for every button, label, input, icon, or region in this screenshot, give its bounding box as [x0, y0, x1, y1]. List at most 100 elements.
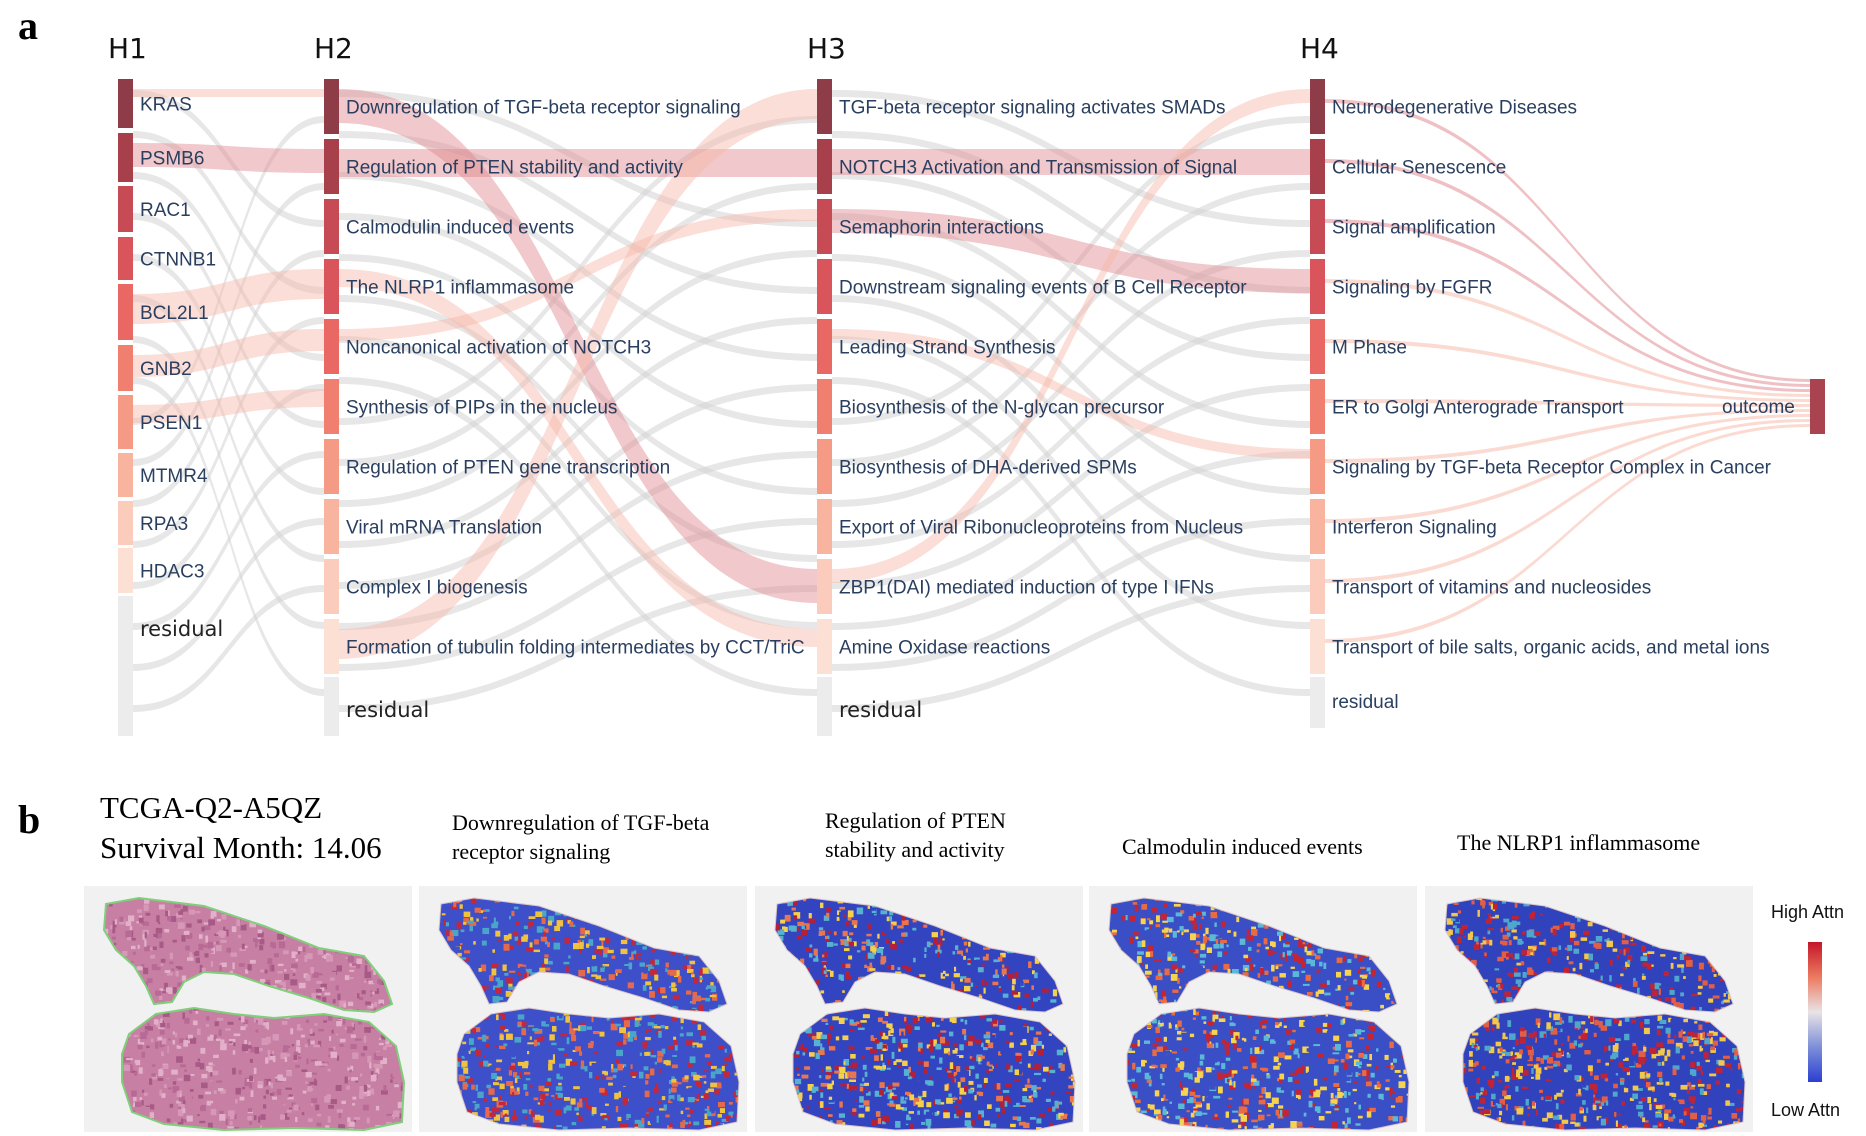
level-heading-h3: H3 — [807, 32, 846, 65]
background-link — [133, 213, 324, 428]
background-link — [133, 172, 324, 361]
label-h3-6: Biosynthesis of DHA-derived SPMs — [839, 458, 1137, 479]
node-h2-1 — [324, 139, 339, 194]
attention-link-2 — [133, 329, 324, 377]
node-h3-5 — [817, 379, 832, 434]
node-h4-8 — [1310, 559, 1325, 614]
label-outcome: outcome — [1722, 397, 1795, 418]
background-link — [133, 377, 324, 696]
background-link — [339, 451, 817, 630]
node-h1-6 — [118, 395, 133, 449]
label-h3-0: TGF-beta receptor signaling activates SM… — [839, 98, 1226, 119]
node-h1-7 — [118, 453, 133, 497]
attention-link-10 — [339, 209, 817, 341]
label-h1-0: KRAS — [140, 95, 192, 116]
attention-link-8 — [339, 89, 817, 659]
background-link — [339, 213, 817, 428]
label-h2-3: The NLRP1 inflammasome — [346, 278, 574, 299]
panel-b-letter: b — [18, 797, 41, 842]
background-link — [339, 585, 817, 712]
he-slide-image — [84, 886, 412, 1132]
attention-colorbar — [1808, 942, 1822, 1082]
outcome-link-3 — [1325, 279, 1810, 397]
background-link — [832, 172, 1310, 361]
label-h1-9: HDAC3 — [140, 562, 204, 583]
background-link — [339, 377, 817, 696]
attention-link-5 — [339, 149, 817, 177]
label-h3-2: Semaphorin interactions — [839, 218, 1044, 239]
node-h4-7 — [1310, 499, 1325, 554]
background-link — [832, 131, 1310, 294]
node-h2-0 — [324, 79, 339, 134]
panel-a-letter: a — [18, 3, 38, 48]
background-link — [133, 90, 324, 227]
outcome-link-2 — [1325, 219, 1810, 392]
background-link — [339, 250, 817, 507]
background-link — [832, 384, 1310, 589]
node-h3-0 — [817, 79, 832, 134]
node-h2-9 — [324, 619, 339, 674]
outcome-link-1 — [1325, 159, 1810, 387]
node-h3-7 — [817, 499, 832, 554]
label-h4-6: Signaling by TGF-beta Receptor Complex i… — [1332, 458, 1772, 479]
background-link — [133, 183, 324, 466]
sankey-diagram: KRASPSMB6RAC1CTNNB1BCL2L1GNB2PSEN1MTMR4R… — [108, 32, 1825, 736]
label-h2-0: Downregulation of TGF-beta receptor sign… — [346, 98, 741, 119]
background-link — [832, 116, 1310, 425]
label-h1-3: CTNNB1 — [140, 250, 216, 271]
attention-link-0 — [133, 143, 324, 173]
background-link — [339, 183, 817, 466]
sankey-labels: KRASPSMB6RAC1CTNNB1BCL2L1GNB2PSEN1MTMR4R… — [108, 32, 1795, 722]
node-h2-7 — [324, 499, 339, 554]
node-h2-6 — [324, 439, 339, 494]
label-h4-0: Neurodegenerative Diseases — [1332, 98, 1577, 119]
node-h1-10 — [118, 596, 133, 736]
node-h3-8 — [817, 559, 832, 614]
node-h4-0 — [1310, 79, 1325, 134]
tissue-graphic — [438, 897, 740, 1131]
label-h3-3: Downstream signaling events of B Cell Re… — [839, 278, 1247, 299]
node-h4-9 — [1310, 619, 1325, 674]
label-h2-1: Regulation of PTEN stability and activit… — [346, 158, 683, 179]
node-h1-1 — [118, 133, 133, 182]
node-h2-4 — [324, 319, 339, 374]
label-h4-7: Interferon Signaling — [1332, 518, 1497, 539]
background-link — [832, 377, 1310, 696]
background-link — [832, 317, 1310, 548]
node-h3-4 — [817, 319, 832, 374]
tissue-graphic — [774, 897, 1076, 1131]
label-h2-5: Synthesis of PIPs in the nucleus — [346, 398, 617, 419]
background-link — [133, 116, 324, 425]
node-h2-10 — [324, 677, 339, 736]
label-h1-1: PSMB6 — [140, 149, 204, 170]
background-link — [339, 336, 817, 629]
node-outcome — [1810, 379, 1825, 434]
node-h2-5 — [324, 379, 339, 434]
node-h1-0 — [118, 79, 133, 128]
node-h1-3 — [118, 237, 133, 280]
outcome-link-4 — [1325, 339, 1810, 402]
attention-map-1 — [419, 886, 747, 1132]
outcome-link-7 — [1325, 414, 1810, 523]
background-link — [133, 295, 324, 562]
label-h4-4: M Phase — [1332, 338, 1407, 359]
label-h3-10: residual — [839, 698, 922, 722]
label-h1-8: RPA3 — [140, 514, 188, 535]
node-h1-9 — [118, 548, 133, 593]
background-link — [133, 250, 324, 507]
node-h3-2 — [817, 199, 832, 254]
node-h4-3 — [1310, 259, 1325, 314]
background-link — [832, 213, 1310, 428]
background-link — [832, 90, 1310, 227]
level-heading-h4: H4 — [1300, 32, 1339, 65]
background-link — [339, 384, 817, 589]
outcome-link-6 — [1325, 409, 1810, 463]
attention-link-12 — [832, 149, 1310, 175]
background-link — [832, 254, 1310, 495]
background-link — [133, 336, 324, 629]
label-h4-3: Signaling by FGFR — [1332, 278, 1493, 299]
label-h2-2: Calmodulin induced events — [346, 218, 574, 239]
node-h1-5 — [118, 345, 133, 391]
node-h4-1 — [1310, 139, 1325, 194]
label-h1-5: GNB2 — [140, 359, 192, 380]
